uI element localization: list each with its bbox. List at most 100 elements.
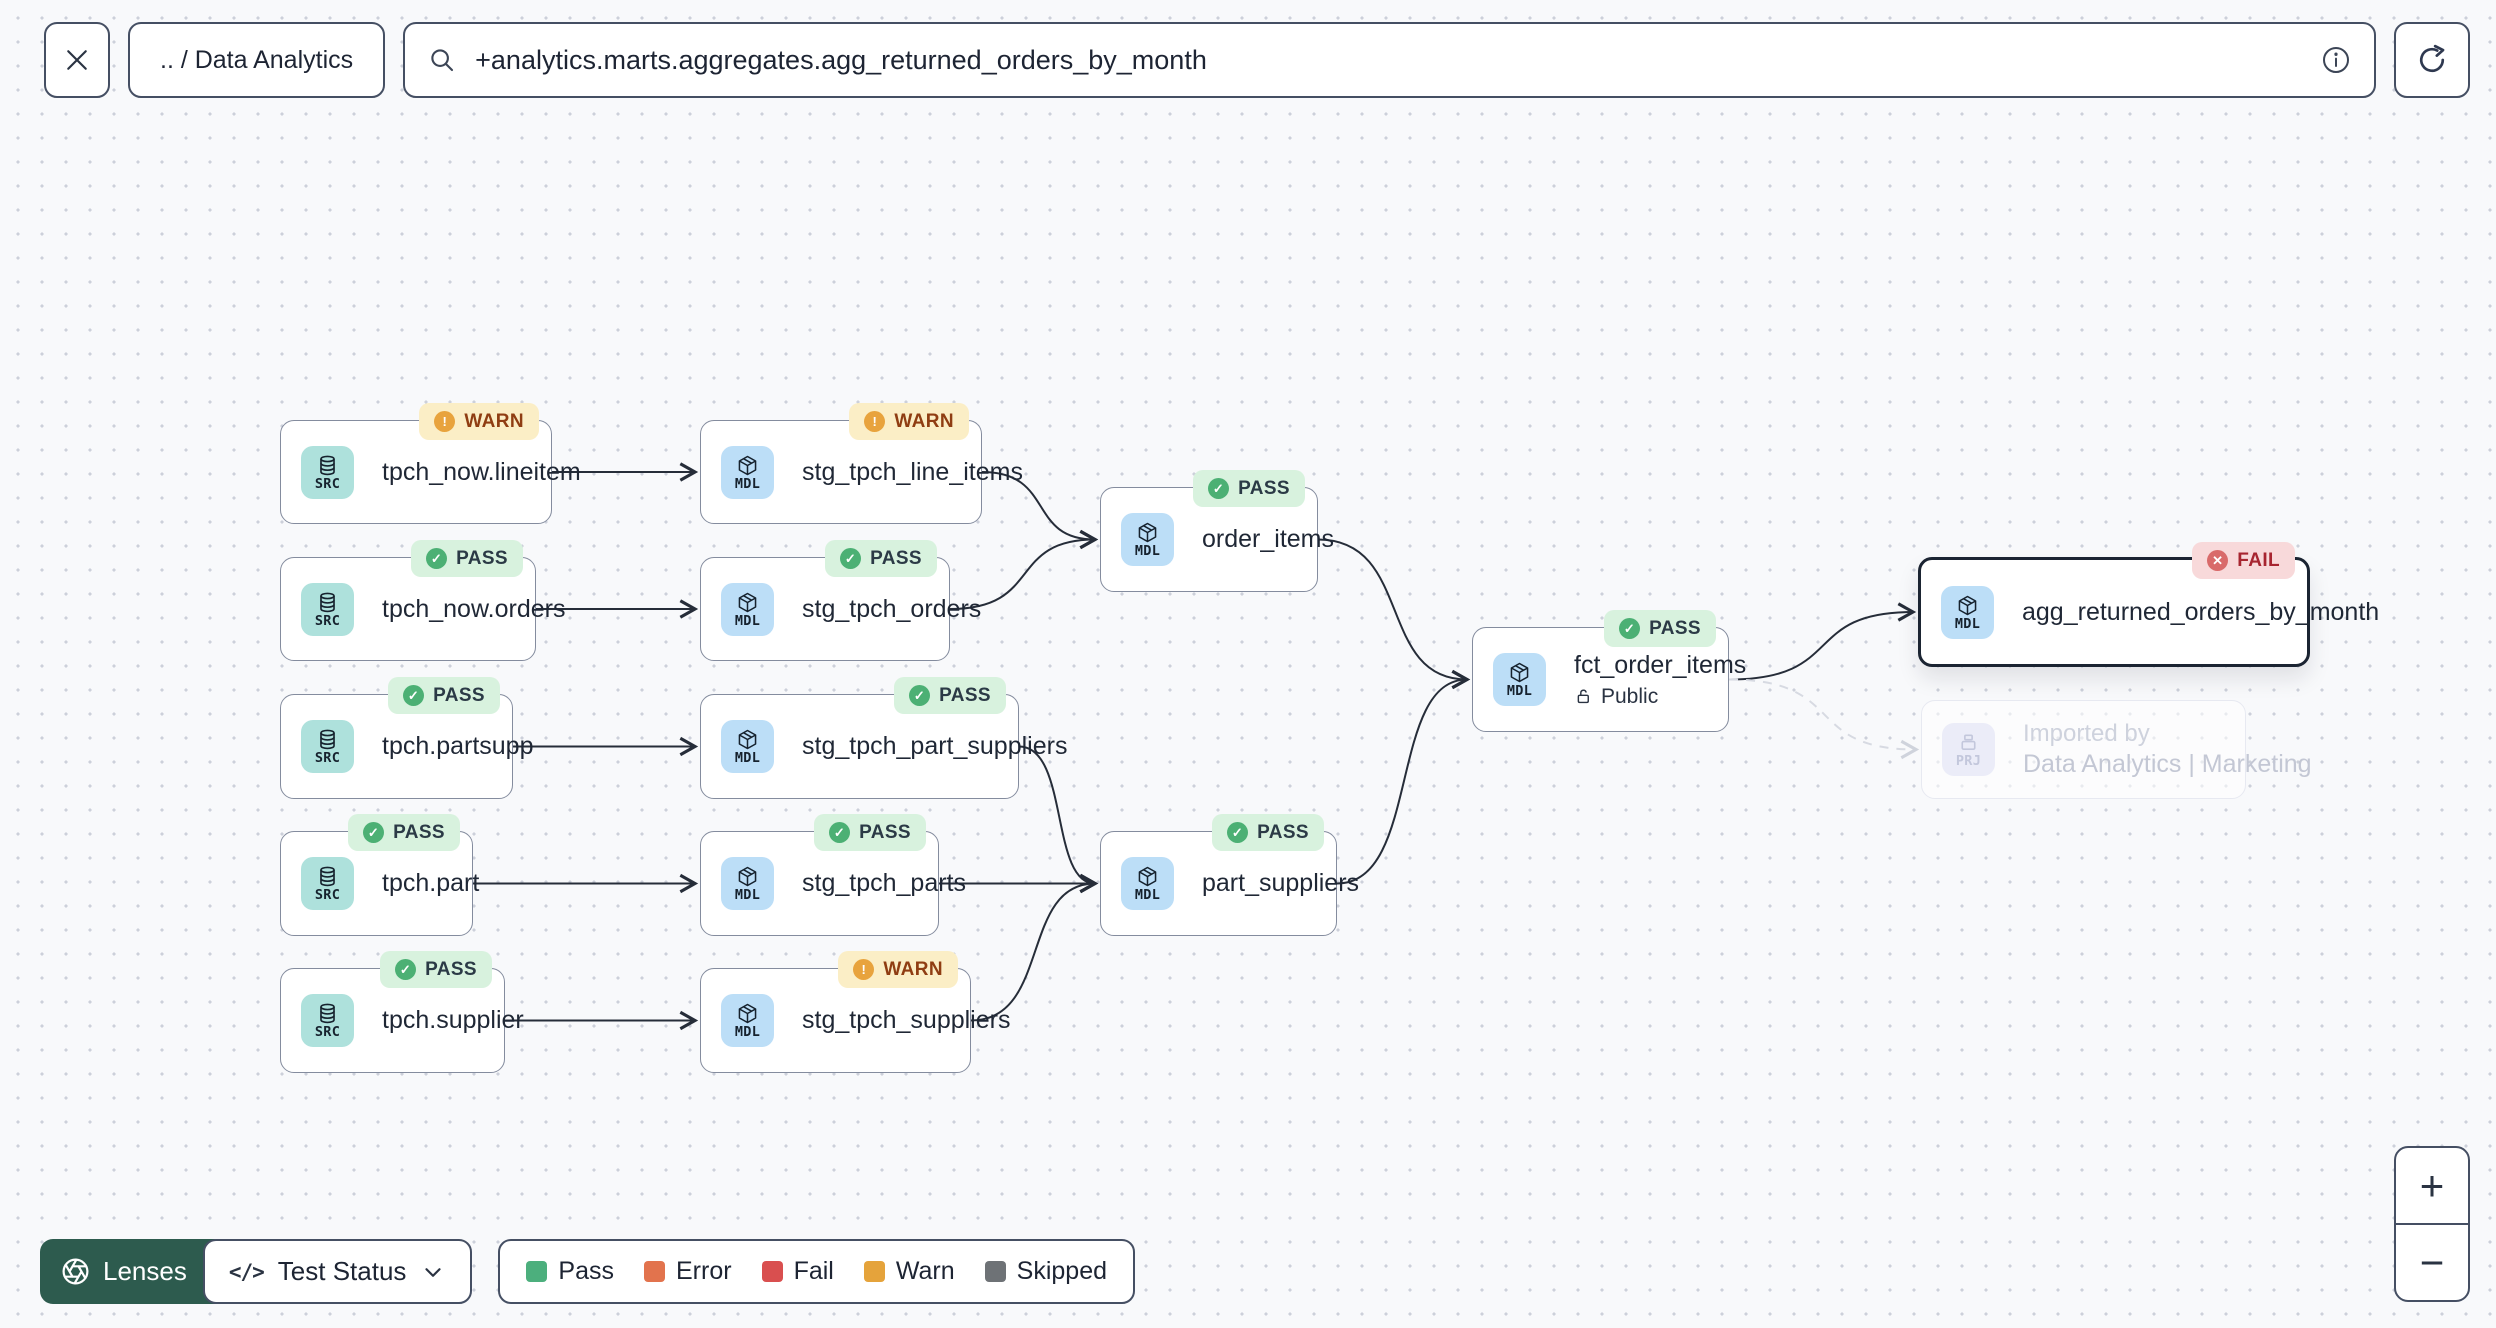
edge-part_suppliers-to-fct_order_items <box>1336 669 1471 885</box>
status-badge-warn: WARN <box>849 403 969 440</box>
close-button[interactable] <box>44 22 110 98</box>
node-type-label: SRC <box>314 887 341 903</box>
legend-item-fail: Fail <box>761 1257 834 1286</box>
status-badge-pass: PASS <box>411 540 523 577</box>
status-badge-pass: PASS <box>1604 610 1716 647</box>
node-name: fct_order_items <box>1574 650 1747 679</box>
legend-label: Error <box>676 1257 732 1285</box>
status-badge-pass: PASS <box>894 677 1006 714</box>
graph-node-order_items[interactable]: MDL order_items PASS <box>1100 470 1334 592</box>
src-type-chip: SRC <box>301 994 354 1047</box>
pass-status-icon <box>1208 478 1230 499</box>
warn-status-icon <box>853 959 875 980</box>
src-type-chip: SRC <box>301 582 354 636</box>
node-name: Data Analytics | Marketing <box>2023 750 2312 778</box>
warn-status-icon <box>434 411 456 432</box>
mdl-type-chip: MDL <box>721 857 774 910</box>
mdl-type-chip: MDL <box>1121 513 1174 566</box>
graph-node-stg_tpch_part_suppliers[interactable]: MDL stg_tpch_part_suppliers PASS <box>700 677 1067 799</box>
search-input[interactable] <box>473 43 2320 77</box>
refresh-button[interactable] <box>2394 22 2470 98</box>
pass-status-icon <box>363 822 385 843</box>
node-access-level: Public <box>1574 685 1704 709</box>
node-name: order_items <box>1202 525 1334 553</box>
status-badge-pass: PASS <box>825 540 937 577</box>
node-text: stg_tpch_parts <box>802 869 966 898</box>
breadcrumb-button[interactable]: .. / Data Analytics <box>128 22 386 98</box>
status-label: PASS <box>433 684 485 706</box>
status-label: WARN <box>894 410 954 432</box>
node-type-label: MDL <box>734 1024 761 1040</box>
node-text: stg_tpch_part_suppliers <box>802 732 1067 761</box>
model-cube-icon <box>738 729 757 750</box>
model-cube-icon <box>1510 662 1529 683</box>
graph-node-tpch_now_orders[interactable]: SRC tpch_now.orders PASS <box>280 540 566 661</box>
node-name: stg_tpch_orders <box>802 594 982 623</box>
graph-node-stg_tpch_parts[interactable]: MDL stg_tpch_parts PASS <box>700 814 966 936</box>
zoom-in-button[interactable]: + <box>2396 1148 2468 1223</box>
access-label: Public <box>1601 684 1659 708</box>
graph-node-agg_returned_orders_by_month[interactable]: MDL agg_returned_orders_by_month FAIL <box>1918 542 2379 667</box>
model-cube-icon <box>738 866 757 887</box>
database-icon <box>320 592 335 612</box>
edge-fct_order_items-to-imported_by <box>1728 678 1920 760</box>
search-bar[interactable] <box>403 22 2376 98</box>
ghost-imported-by-label: Imported by <box>2023 720 2150 747</box>
top-bar: .. / Data Analytics <box>44 22 2470 98</box>
node-name: tpch_now.orders <box>382 594 566 623</box>
info-icon[interactable] <box>2320 44 2352 76</box>
mdl-type-chip: MDL <box>721 720 774 773</box>
legend-item-pass: Pass <box>526 1257 614 1286</box>
status-label: WARN <box>464 410 524 432</box>
node-name: stg_tpch_parts <box>802 869 966 897</box>
mdl-type-chip: MDL <box>1941 585 1994 639</box>
model-cube-icon <box>1138 866 1157 887</box>
warn-status-icon <box>864 411 886 432</box>
node-type-label: MDL <box>1134 887 1161 903</box>
status-label: PASS <box>1649 617 1701 639</box>
src-type-chip: SRC <box>301 445 354 499</box>
graph-node-stg_tpch_orders[interactable]: MDL stg_tpch_orders PASS <box>700 540 982 661</box>
node-text: agg_returned_orders_by_month <box>2022 598 2379 627</box>
edge-stg_tpch_orders-to-order_items <box>949 529 1099 610</box>
node-type-label: SRC <box>314 612 341 629</box>
edge-order_items-to-fct_order_items <box>1317 538 1471 690</box>
status-badge-pass: PASS <box>1193 470 1305 507</box>
node-type-label: SRC <box>314 750 341 766</box>
legend-label: Pass <box>558 1257 614 1285</box>
edge-stg_tpch_suppliers-to-part_suppliers <box>970 873 1099 1022</box>
pass-status-icon <box>1227 822 1249 843</box>
zoom-divider <box>2396 1223 2468 1225</box>
search-icon <box>431 49 454 72</box>
database-icon <box>320 729 335 750</box>
node-name: tpch.part <box>382 869 480 897</box>
edge-stg_tpch_part_suppliers-to-part_suppliers <box>1018 745 1099 894</box>
status-badge-pass: PASS <box>814 814 926 851</box>
node-text: tpch_now.orders <box>382 594 566 624</box>
status-badge-pass: PASS <box>380 951 492 988</box>
status-badge-warn: WARN <box>419 403 539 440</box>
database-icon <box>320 1003 335 1024</box>
legend-swatch-fail <box>761 1261 783 1282</box>
status-label: WARN <box>883 958 943 980</box>
legend-label: Fail <box>793 1257 834 1285</box>
lenses-button[interactable]: Lenses <box>40 1239 227 1304</box>
zoom-out-button[interactable]: − <box>2396 1225 2468 1300</box>
mdl-type-chip: MDL <box>721 582 774 636</box>
chevron-down-icon <box>425 1267 441 1277</box>
lens-selector[interactable]: </> Test Status <box>202 1239 473 1304</box>
src-type-chip: SRC <box>301 720 354 773</box>
database-icon <box>320 866 335 887</box>
close-icon <box>67 50 87 70</box>
edge-fct_order_items-to-agg_returned_orders_by_month <box>1728 602 1917 681</box>
status-label: FAIL <box>2237 549 2280 571</box>
